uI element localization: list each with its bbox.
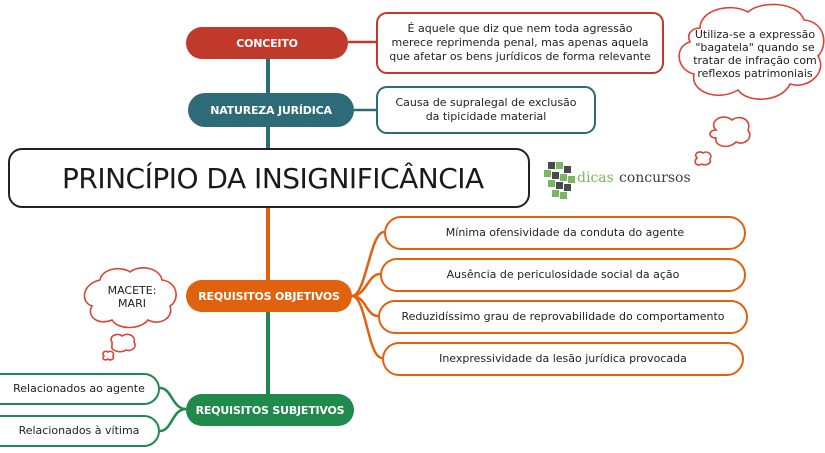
objetivo-item: Inexpressividade da lesão jurídica provo…: [382, 342, 744, 376]
objetivos-connector-1: [351, 230, 385, 298]
bagatela-cloud-icon: [678, 3, 825, 166]
requisitos-objetivos-node[interactable]: REQUISITOS OBJETIVOS: [186, 280, 352, 312]
objetivo-item: Mínima ofensividade da conduta do agente: [384, 216, 746, 250]
conceito-node[interactable]: CONCEITO: [186, 27, 348, 59]
conceito-description: É aquele que diz que nem toda agressão m…: [376, 12, 664, 74]
macete-note-line2: MARI: [118, 297, 146, 310]
objetivos-connector-4: [351, 294, 383, 360]
subjetivo-item: Relacionados à vítima: [0, 415, 160, 447]
requisitos-subjetivos-node[interactable]: REQUISITOS SUBJETIVOS: [186, 394, 354, 426]
macete-note-line1: MACETE:: [107, 284, 157, 297]
logo-word-concursos: concursos: [619, 170, 691, 186]
natureza-juridica-node[interactable]: NATUREZA JURÍDICA: [188, 93, 354, 127]
objetivo-item: Ausência de periculosidade social da açã…: [380, 258, 746, 292]
objetivo-item: Reduzidíssimo grau de reprovabilidade do…: [378, 300, 748, 334]
natureza-juridica-description: Causa de supralegal de exclusão da tipic…: [376, 86, 596, 134]
subjetivos-connector-2: [159, 407, 187, 433]
logo-word-dicas: dicas: [577, 170, 614, 186]
cube-cluster-logo: [544, 162, 575, 199]
main-title: PRINCÍPIO DA INSIGNIFICÂNCIA: [8, 148, 530, 208]
subjetivo-item: Relacionados ao agente: [0, 373, 160, 405]
subjetivos-connector-1: [159, 386, 187, 411]
macete-cloud-icon: [83, 267, 177, 361]
bagatela-note: Utiliza-se a expressão "bagatela" quando…: [693, 28, 817, 80]
